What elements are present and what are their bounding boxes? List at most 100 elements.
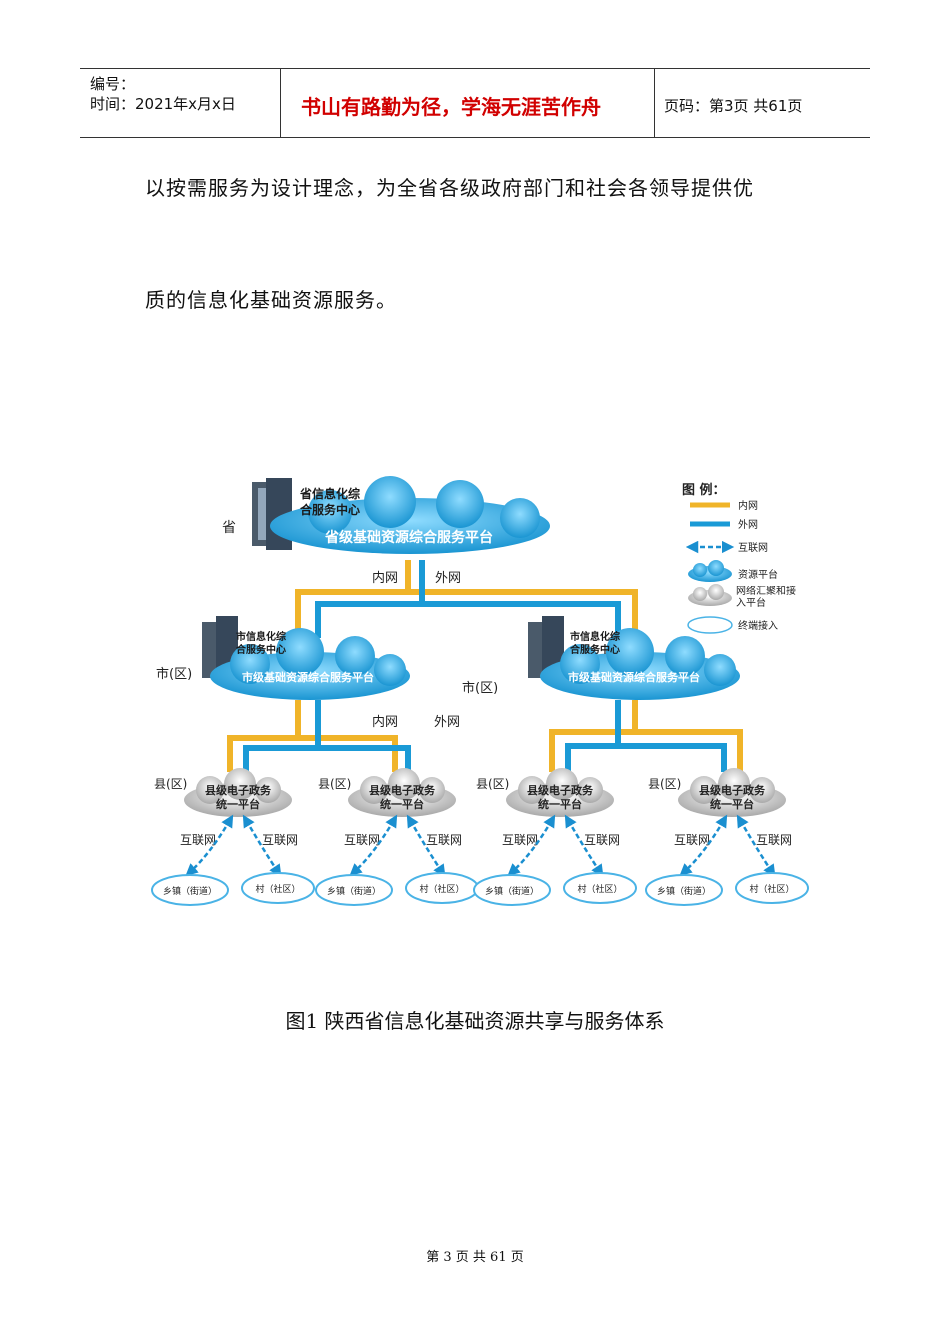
township-cloud-4	[645, 874, 723, 906]
legend-intranet-label: 内网	[738, 499, 758, 512]
county-platform-line-2-1: 统一平台	[216, 797, 260, 811]
internet-link-left-1	[185, 814, 234, 877]
county-level-label-3: 县(区)	[476, 777, 509, 791]
city-extranet-label: 外网	[434, 715, 460, 730]
county-platform-line-1-1: 县级电子政务	[205, 783, 272, 797]
county-cloud-puff-c-1	[255, 777, 281, 803]
county-level-label-1: 县(区)	[154, 777, 187, 791]
extranet-lines	[243, 560, 727, 772]
township-cloud-1	[151, 874, 229, 906]
county-platform-line-2-4: 统一平台	[710, 797, 754, 811]
township-label-4: 乡镇（街道）	[657, 885, 711, 897]
body-paragraph-line-1: 以按需服务为设计理念，为全省各级政府部门和社会各领导提供优	[145, 176, 754, 200]
header-page-cell: 页码：第3页 共61页	[654, 69, 870, 137]
page-header: 编号： 时间：2021年x月x日 书山有路勤为径，学海无涯苦作舟 页码：第3页 …	[80, 68, 870, 138]
county-cloud-puff-b-2	[388, 768, 420, 800]
province-building	[252, 478, 292, 550]
page-footer: 第 3 页 共 61 页	[426, 1250, 524, 1265]
county-cloud-puff-c-3	[577, 777, 603, 803]
internet-link-left-2	[349, 814, 398, 877]
diagram-legend: 图 例： 内网 外网 互联网 资源平台 网络汇聚和接入平台 终端接入	[682, 482, 796, 634]
motto: 书山有路勤为径，学海无涯苦作舟	[301, 95, 601, 119]
city-platform-cloud-left	[210, 628, 410, 700]
header-meta-cell: 编号： 时间：2021年x月x日	[80, 69, 280, 137]
internet-label-left-2: 互联网	[344, 833, 380, 847]
network-diagram-svg: 省 省信息化综 合服务中心 省级基础资源综合服务平台 内网 外网 市(区) 市信…	[151, 476, 809, 906]
county-platform-line-1-2: 县级电子政务	[369, 783, 436, 797]
legend-resource-cloud	[688, 560, 732, 582]
township-label-3: 乡镇（街道）	[485, 885, 539, 897]
village-label-2: 村（社区）	[419, 883, 464, 895]
internet-link-left-4	[679, 814, 728, 877]
county-cloud-puff-b-4	[718, 768, 750, 800]
legend-access-label-box: 网络汇聚和接入平台	[736, 586, 796, 609]
network-diagram: 省 省信息化综 合服务中心 省级基础资源综合服务平台 内网 外网 市(区) 市信…	[150, 470, 810, 920]
header-motto-cell: 书山有路勤为径，学海无涯苦作舟	[280, 69, 655, 137]
figure-caption: 图1 陕西省信息化基础资源共享与服务体系	[285, 1009, 665, 1033]
county-level-label-4: 县(区)	[648, 777, 681, 791]
county-cloud-puff-a-2	[360, 776, 388, 804]
county-level-label-2: 县(区)	[318, 777, 351, 791]
province-platform-label: 省级基础资源综合服务平台	[324, 529, 493, 546]
city-platform-left-label: 市级基础资源综合服务平台	[242, 670, 374, 684]
county-platform-line-2-2: 统一平台	[380, 797, 424, 811]
internet-label-right-1: 互联网	[262, 833, 298, 847]
county-cloud-puff-a-3	[518, 776, 546, 804]
internet-label-right-4: 互联网	[756, 833, 792, 847]
internet-label-right-3: 互联网	[584, 833, 620, 847]
county-platform-line-2-3: 统一平台	[538, 797, 582, 811]
legend-terminal-cloud	[687, 616, 733, 634]
internet-link-left-3	[507, 814, 556, 877]
internet-link-right-1	[242, 814, 282, 878]
legend-internet-label: 互联网	[738, 542, 768, 554]
province-center-line-1: 省信息化综	[299, 486, 360, 501]
legend-access-label: 网络汇聚和接入平台	[736, 586, 796, 609]
province-center-line-2: 合服务中心	[300, 502, 360, 517]
village-label-3: 村（社区）	[577, 883, 622, 895]
internet-label-left-3: 互联网	[502, 833, 538, 847]
document-date: 时间：2021年x月x日	[90, 95, 236, 113]
township-cloud-3	[473, 874, 551, 906]
city-center-right-line-1: 市信息化综	[570, 630, 620, 643]
county-cloud-puff-a-1	[196, 776, 224, 804]
city-platform-cloud-right	[540, 628, 740, 700]
village-cloud-4	[735, 872, 809, 904]
internet-label-right-2: 互联网	[426, 833, 462, 847]
county-cloud-puff-a-4	[690, 776, 718, 804]
village-cloud-3	[563, 872, 637, 904]
village-label-4: 村（社区）	[749, 883, 794, 895]
province-level-label: 省	[222, 520, 236, 536]
internet-label-left-4: 互联网	[674, 833, 710, 847]
county-cloud-puff-b-1	[224, 768, 256, 800]
city-center-left-line-2: 合服务中心	[235, 643, 286, 656]
city-platform-right-label: 市级基础资源综合服务平台	[568, 670, 700, 684]
county-platform-line-1-3: 县级电子政务	[527, 783, 594, 797]
internet-link-right-3	[564, 814, 604, 878]
county-cloud-puff-c-2	[419, 777, 445, 803]
legend-access-cloud	[688, 584, 732, 606]
internet-link-right-4	[736, 814, 776, 878]
township-label-2: 乡镇（街道）	[327, 885, 381, 897]
village-label-1: 村（社区）	[255, 883, 300, 895]
intranet-lines	[227, 560, 743, 772]
page-info: 页码：第3页 共61页	[664, 97, 803, 115]
city-level-label-left: 市(区)	[156, 666, 192, 682]
county-cloud-puff-b-3	[546, 768, 578, 800]
township-label-1: 乡镇（街道）	[163, 885, 217, 897]
city-level-label-right: 市(区)	[462, 680, 498, 696]
legend-resource-label: 资源平台	[738, 568, 778, 581]
legend-extranet-label: 外网	[738, 519, 758, 531]
internet-link-right-2	[406, 814, 446, 878]
township-cloud-2	[315, 874, 393, 906]
province-extranet-label: 外网	[435, 571, 461, 586]
county-platform-line-1-4: 县级电子政务	[699, 783, 766, 797]
province-intranet-label: 内网	[372, 570, 398, 586]
province-platform-cloud	[270, 476, 550, 554]
legend-title: 图 例：	[682, 482, 726, 498]
city-intranet-label: 内网	[372, 714, 398, 730]
county-layer: 县(区)县级电子政务统一平台互联网互联网乡镇（街道）村（社区）县(区)县级电子政…	[151, 768, 809, 906]
village-cloud-1	[241, 872, 315, 904]
legend-terminal-label: 终端接入	[738, 619, 778, 632]
document-number: 编号：	[90, 75, 136, 93]
county-cloud-puff-c-4	[749, 777, 775, 803]
